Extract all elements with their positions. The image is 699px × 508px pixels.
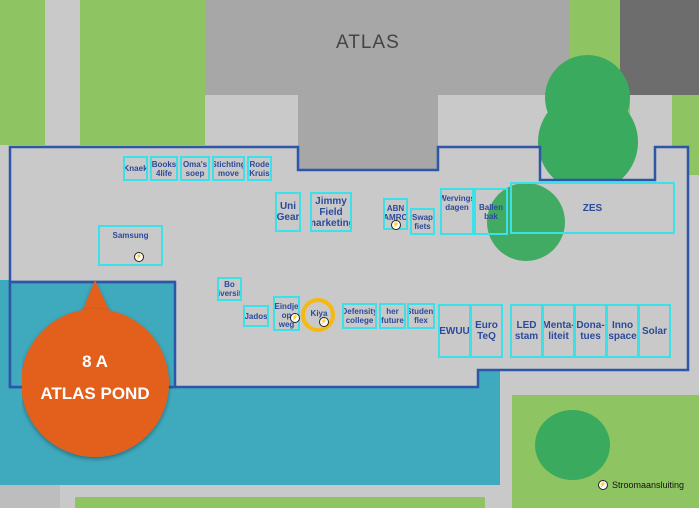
pin-title: 8 A [82,352,108,371]
booth-label: Defensity college [342,307,377,325]
tree-bottom [535,410,610,480]
booth-ballenbak[interactable]: Ballen bak [474,188,508,235]
grass-top-left [0,0,45,145]
booth-label: Eindje op weg [274,302,299,329]
power-connection-icon [391,220,401,230]
booth-bo-diversity[interactable]: Bo diversity [217,277,242,301]
booth-label: her future [381,307,404,325]
booth-jimmy-field-marketing[interactable]: Jimmy Field marketing [310,192,352,232]
booth-donatues[interactable]: Dona- tues [574,304,607,358]
grass-top-mid [80,0,205,145]
booth-label: Rode Kruis [249,159,270,178]
booth-label: Dona- tues [576,320,605,342]
booth-books4life[interactable]: Books 4life [150,156,178,181]
booth-euro-teq[interactable]: Euro TeQ [470,304,503,358]
booth-uni-gear[interactable]: Uni Gear [275,192,301,232]
power-connection-icon [319,317,329,327]
booth-label: Samsung [112,231,149,240]
booth-kiya[interactable]: Kiya [308,306,330,320]
booth-label: Student flex [407,307,435,325]
booth-label: Inno space [608,320,637,342]
booth-swap-fiets[interactable]: Swap fiets [410,208,435,235]
pin-circle [22,309,169,457]
booth-label: Ballen bak [478,202,503,221]
booth-label: Oma's soep [182,159,208,178]
booth-label: Kiya [310,308,328,318]
power-connection-icon [134,252,144,262]
booth-knaek[interactable]: Knaek [123,156,148,181]
booth-innospace[interactable]: Inno space [606,304,639,358]
booth-ewuu[interactable]: EWUU [438,304,471,358]
path-bottom-left [0,485,60,508]
booth-label: Jados [244,311,268,321]
booth-label: Bo diversity [217,280,242,298]
atlas-building [205,0,570,95]
booth-label: Jimmy Field marketing [312,195,350,229]
booth-label: Wervings dagen [440,194,474,212]
booth-stichting-move[interactable]: Stichting move [212,156,245,181]
pin-tip [82,280,110,312]
booth-mentaliteit[interactable]: Menta- liteit [542,304,575,358]
booth-student-flex[interactable]: Student flex [407,303,435,329]
booth-label: Menta- liteit [542,320,575,342]
booth-omas-soep[interactable]: Oma's soep [180,156,210,181]
legend-label: Stroomaansluiting [612,480,685,490]
booth-label: Books 4life [151,159,177,178]
booth-label: Solar [641,325,667,337]
pin-subtitle: ATLAS POND [40,384,150,403]
booth-label: Stichting move [212,159,245,178]
booth-led-stam[interactable]: LED stam [510,304,543,358]
booth-defensity-college[interactable]: Defensity college [342,303,377,329]
booth-solar[interactable]: Solar [638,304,671,358]
booth-label: Euro TeQ [475,320,498,342]
booth-label: Knaek [123,164,148,173]
atlas-building-wing [298,95,438,170]
grass-bottom [75,497,485,508]
booth-eindje-op-weg[interactable]: Eindje op weg [273,296,300,331]
booth-jados[interactable]: Jados [243,305,269,327]
highlight-ring [301,298,335,332]
booth-label: ABN AMRO [383,204,408,222]
dark-building-top-right [620,0,699,95]
tree-top-2 [538,92,638,192]
tree-mid-overlay [487,183,565,261]
booth-her-future[interactable]: her future [379,303,406,329]
power-connection-legend-icon [598,480,608,490]
booth-label: ZES [582,202,603,214]
booth-samsung[interactable]: Samsung [98,225,163,266]
booth-label: EWUU [439,325,470,337]
power-connection-icon [290,313,300,323]
booth-label: Swap fiets [412,212,433,231]
booth-label: LED stam [514,320,539,342]
booth-zes[interactable]: ZES [510,182,675,234]
booth-label: Uni Gear [276,201,300,223]
booth-rode-kruis[interactable]: Rode Kruis [247,156,272,181]
booth-wervingsdagen[interactable]: Wervings dagen [440,188,474,235]
building-label: ATLAS [336,32,400,53]
location-pin [22,280,169,457]
